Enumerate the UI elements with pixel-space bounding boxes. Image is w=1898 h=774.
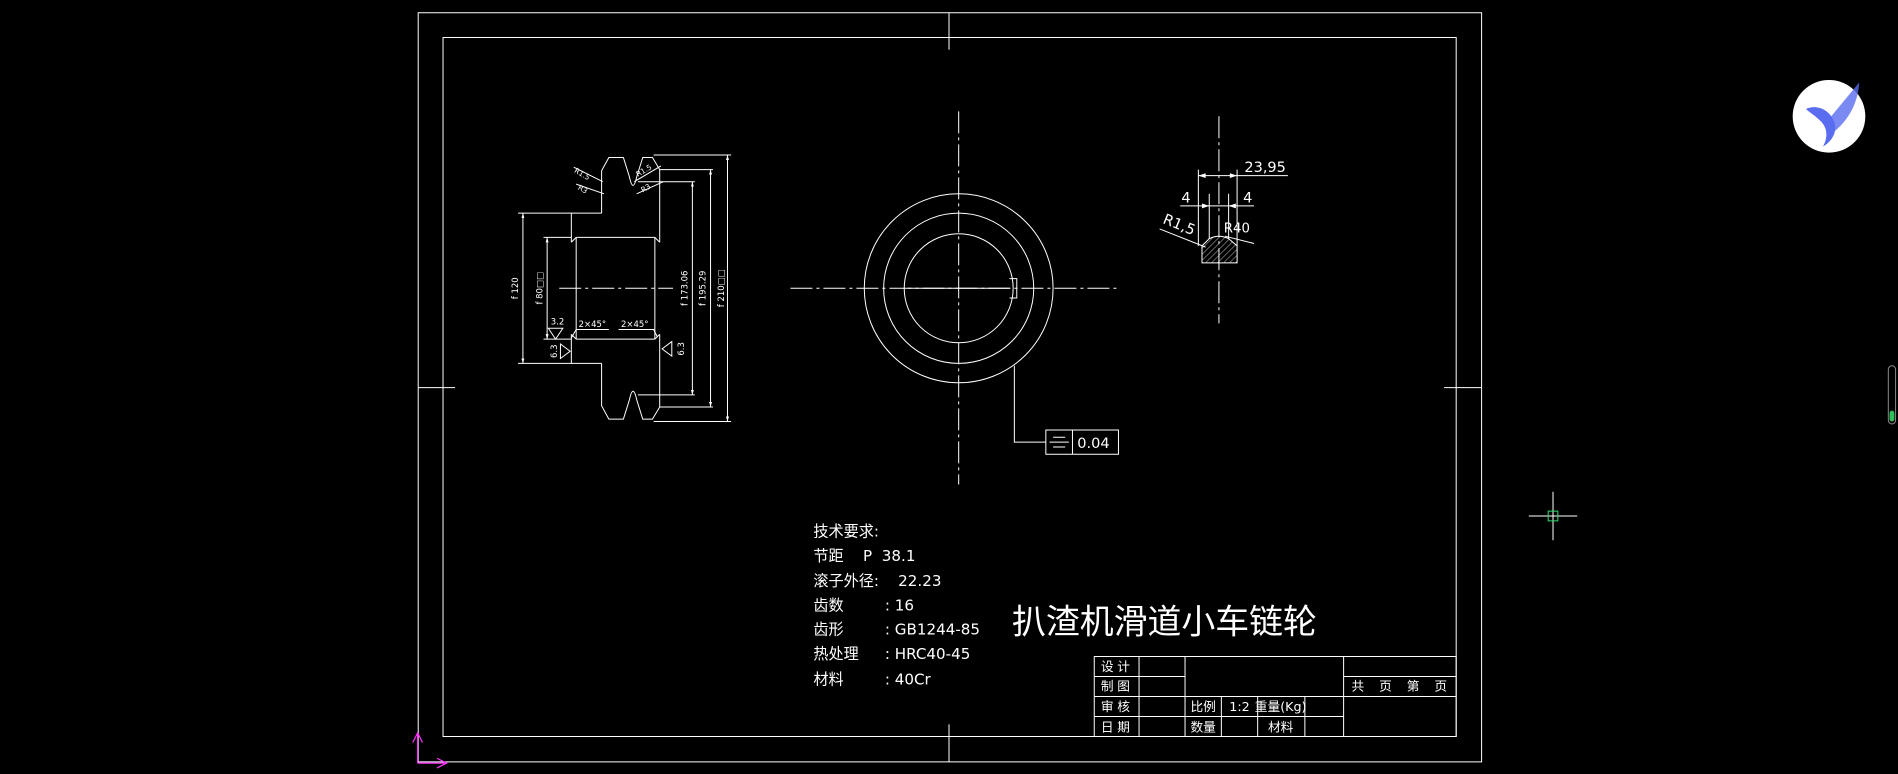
hatched-tooth-section — [1202, 236, 1237, 263]
tech-item-value: : GB1244-85 — [885, 621, 980, 639]
title-block: 设计 制图 审核 日期 比例 1:2 重量(Kg) 数量 材料 共 页 第 页 — [1094, 657, 1456, 737]
title-block-column-lines — [1139, 657, 1344, 737]
tech-requirements-heading: 技术要求: — [813, 523, 879, 541]
tech-item-value: 22.23 — [898, 572, 941, 590]
large-radius-label: R40 — [1224, 222, 1250, 237]
part-title: 扒渣机滑道小车链轮 — [1012, 602, 1317, 641]
left-offset-label: 4 — [1181, 190, 1190, 206]
bore-chamfers — [571, 237, 659, 339]
small-radius-label: R1,5 — [1161, 212, 1198, 239]
tech-item-value: P 38.1 — [863, 547, 915, 565]
tooth-width-label: 23,95 — [1244, 160, 1286, 176]
sheet-count-label: 共 页 第 页 — [1351, 678, 1447, 693]
tolerance-box — [1046, 430, 1119, 454]
drawing-sheet-frame — [418, 13, 1481, 762]
title-block-row-lines — [1094, 676, 1456, 716]
tech-item-label: 齿形 — [813, 621, 843, 639]
root-extension-lines — [638, 182, 695, 395]
inner-border — [443, 38, 1456, 737]
tech-item-value: : 16 — [885, 596, 914, 614]
tooth-profile-bottom — [602, 334, 660, 419]
tooth-radius-label: R3 — [639, 182, 652, 195]
large-radius-leader — [1225, 236, 1254, 243]
root-diameter-label: f 173.06 — [680, 271, 690, 306]
scale-label: 比例 — [1190, 699, 1215, 714]
pitch-extension-lines — [660, 170, 713, 407]
weight-label: 重量(Kg) — [1255, 699, 1307, 714]
hub-diameter-label: f 120 — [510, 277, 520, 299]
symmetry-icon — [1049, 437, 1068, 447]
tech-item-value: : 40Cr — [885, 670, 932, 688]
tech-item-label: 滚子外径: — [813, 572, 879, 590]
tooth-profile-top — [602, 157, 660, 242]
designer-label: 设计 — [1101, 659, 1134, 674]
drafter-label: 制图 — [1101, 678, 1134, 693]
radius-leader — [634, 166, 663, 194]
crosshair-cursor-icon — [1529, 492, 1577, 540]
ucs-axis-icon — [413, 733, 447, 768]
tolerance-leader — [1014, 366, 1045, 442]
roughness-label: 6.3 — [676, 342, 686, 355]
offset-dimension-arrows — [1201, 203, 1236, 209]
tip-diameter-label: f 210□□ — [716, 269, 726, 307]
roughness-label: 6.3 — [549, 345, 559, 358]
quantity-label: 数量 — [1190, 720, 1216, 735]
scale-value: 1:2 — [1229, 699, 1249, 714]
reviewer-label: 审核 — [1101, 699, 1134, 714]
tip-extension-lines — [654, 155, 731, 421]
tech-item-label: 节距 — [813, 547, 843, 565]
tooth-detail-view: 23,95 4 4 R1,5 R40 — [1160, 116, 1288, 323]
technical-requirements: 技术要求: 节距 P 38.1 滚子外径: 22.23 齿数 : 16 齿形 :… — [813, 523, 980, 689]
chamfer-leader — [571, 329, 609, 337]
material-label: 材料 — [1268, 720, 1294, 735]
roughness-symbol — [662, 342, 672, 357]
tech-item-value: : HRC40-45 — [885, 645, 971, 663]
tech-item-label: 材料 — [813, 670, 843, 688]
scroll-indicator[interactable] — [1888, 366, 1895, 424]
tooth-radius-label: R3 — [576, 183, 589, 196]
width-extension-lines — [1198, 170, 1237, 246]
tooth-radius-label: R1.5 — [573, 166, 592, 182]
front-view: 0.04 — [790, 111, 1118, 484]
geometric-tolerance-frame: 0.04 — [1014, 366, 1118, 454]
offset-extension-lines — [1209, 194, 1228, 239]
chamfer-label: 2×45° — [621, 319, 648, 329]
small-radius-leader — [1160, 229, 1206, 247]
tech-item-label: 热处理 — [813, 645, 858, 663]
chamfer-label: 2×45° — [579, 319, 606, 329]
radius-leader — [574, 167, 604, 194]
roughness-symbol — [560, 344, 570, 359]
date-label: 日期 — [1101, 720, 1134, 735]
pitch-diameter-label: f 195.29 — [698, 271, 708, 306]
tech-item-label: 齿数 — [813, 596, 843, 614]
bore-diameter-label: f 80□□ — [534, 272, 544, 304]
roughness-symbol — [548, 328, 563, 339]
roughness-label: 3.2 — [551, 317, 564, 327]
bird-logo-icon[interactable] — [1792, 79, 1866, 153]
chamfer-leader — [619, 329, 658, 336]
section-view: f 120 f 80□□ f 173.06 f 195.29 f 210□□ 3… — [510, 155, 731, 421]
tolerance-value: 0.04 — [1077, 436, 1109, 452]
right-offset-label: 4 — [1243, 190, 1252, 206]
